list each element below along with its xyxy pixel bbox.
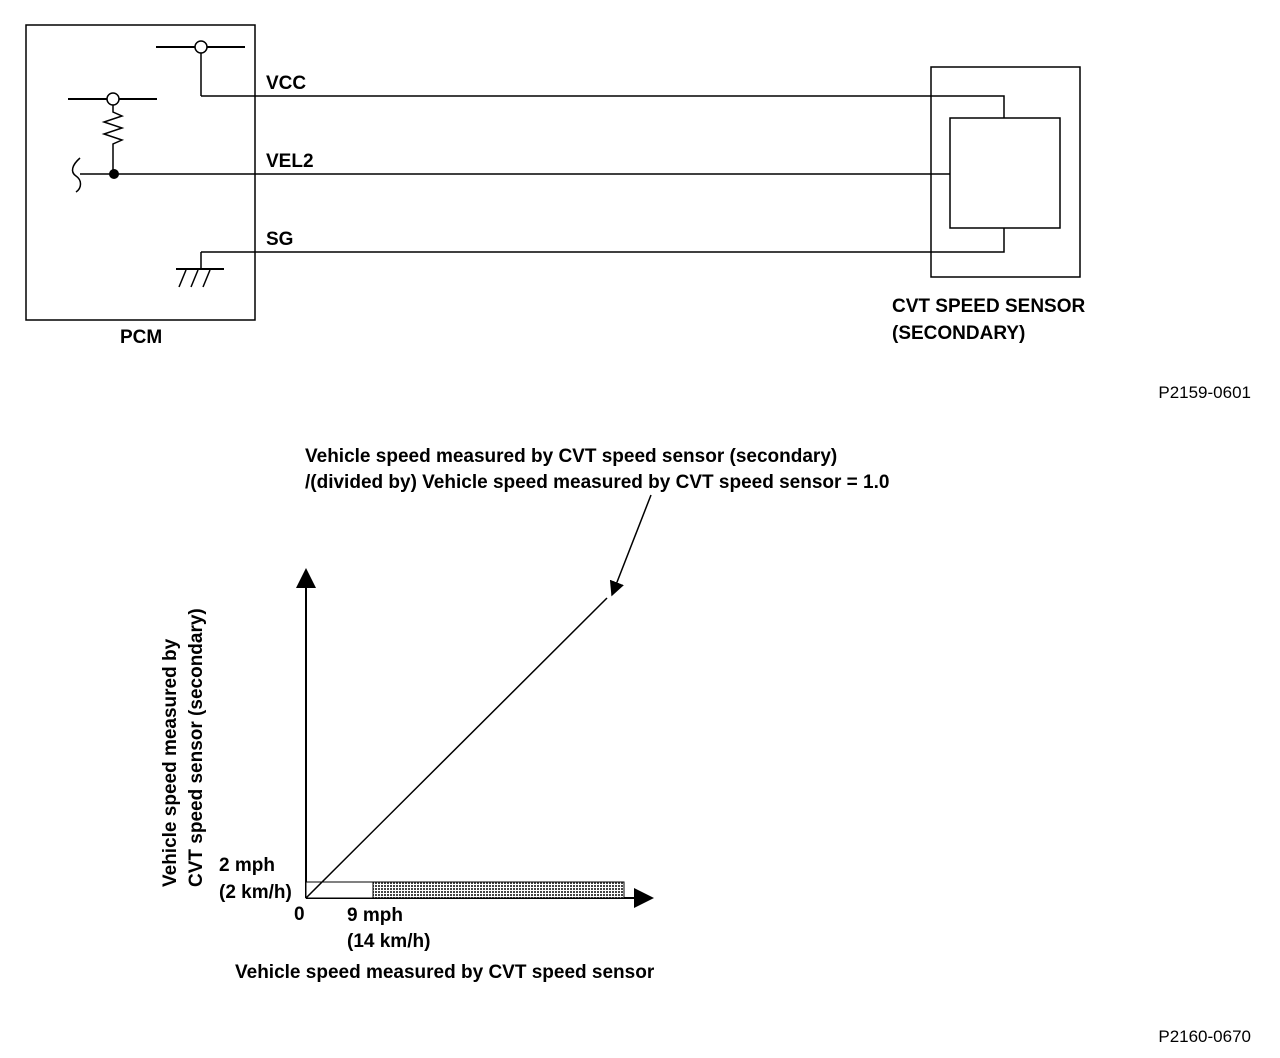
pcm-label: PCM (120, 327, 162, 348)
y-axis-label-line1: Vehicle speed measured by (160, 638, 181, 887)
ground-icon (176, 268, 224, 288)
x-threshold-label-line2: (14 km/h) (347, 931, 430, 952)
vcc-wire-label: VCC (266, 73, 306, 94)
x-threshold-blank-region (305, 881, 374, 899)
resistor-icon (101, 105, 125, 174)
sensor-label-line1: CVT SPEED SENSOR (892, 296, 1085, 317)
annotation-line1: Vehicle speed measured by CVT speed sens… (305, 446, 837, 467)
input-squiggle-icon (71, 157, 82, 193)
pcm-box (25, 24, 256, 321)
y-threshold-label-line2: (2 km/h) (219, 882, 292, 903)
wiring-diagram: PCM VCC VEL2 SG CVT SPEED SENSOR (SE (25, 24, 1251, 402)
x-threshold-label-line1: 9 mph (347, 905, 403, 926)
vcc-wire (201, 95, 1005, 118)
sg-wire-label: SG (266, 229, 293, 250)
sensor-inner-box (949, 117, 1061, 229)
graph: Vehicle speed measured by CVT speed sens… (160, 446, 1251, 1046)
vel2-wire-label: VEL2 (266, 151, 314, 172)
vcc-switch-node (194, 40, 208, 54)
graph-figure-id: P2160-0670 (1158, 1027, 1251, 1046)
annotation-line2: /(divided by) Vehicle speed measured by … (305, 472, 889, 493)
sensor-label-line2: (SECONDARY) (892, 323, 1025, 344)
y-threshold-label-line1: 2 mph (219, 855, 275, 876)
x-threshold-hatched-region (372, 881, 625, 899)
sg-wire (201, 228, 1005, 253)
wiring-figure-id: P2159-0601 (1158, 383, 1251, 402)
annotation-arrow (609, 494, 652, 597)
pullup-switch-node (106, 92, 120, 106)
ratio-line (305, 597, 608, 899)
sensor-outer-box (930, 66, 1081, 278)
y-axis-label-line2: CVT speed sensor (secondary) (186, 608, 207, 887)
x-axis-label: Vehicle speed measured by CVT speed sens… (235, 962, 655, 983)
origin-label: 0 (294, 904, 305, 925)
